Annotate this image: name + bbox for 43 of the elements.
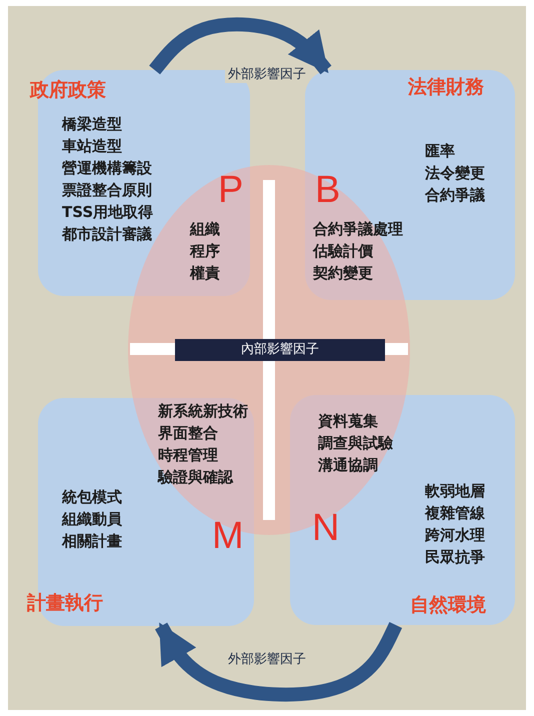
factor-item: 界面整合 [158,423,218,444]
factor-item: 民眾抗爭 [425,547,485,568]
quadrant-letter: P [218,170,244,210]
factor-item: 估驗計價 [313,241,373,262]
factor-item: 匯率 [425,141,455,162]
panel-heading: 自然環境 [410,593,486,617]
factor-item: 權責 [190,263,220,284]
factor-item: TSS用地取得 [62,202,154,223]
curved-arrow [155,622,402,702]
factor-item: 複雜管線 [425,503,485,524]
factor-item: 票證整合原則 [62,180,152,201]
factor-panel [290,395,515,625]
factor-item: 相關計畫 [62,531,122,552]
panel-heading: 法律財務 [408,75,484,99]
panel-heading: 政府政策 [30,78,106,102]
factor-item: 組織動員 [62,509,122,530]
factor-panel [305,70,515,300]
factor-item: 合約爭議 [425,185,485,206]
factor-item: 契約變更 [313,263,373,284]
quadrant-letter: M [212,516,244,556]
factor-item: 法令變更 [425,163,485,184]
edge-label: 外部影響因子 [225,66,309,83]
factor-item: 橋梁造型 [62,114,122,135]
factor-item: 新系統新技術 [158,401,248,422]
quadrant-letter: B [315,170,340,210]
label-bar: 內部影響因子 [175,339,385,361]
quadrant-letter: N [312,508,340,548]
factor-item: 資料蒐集 [318,411,378,432]
factor-item: 時程管理 [158,445,218,466]
factor-item: 統包模式 [62,487,122,508]
factor-item: 軟弱地層 [425,481,485,502]
factor-item: 組織 [190,219,220,240]
factor-item: 都市設計審議 [62,224,152,245]
factor-item: 跨河水理 [425,525,485,546]
factor-item: 合約爭議處理 [313,219,403,240]
curved-arrow [149,17,332,74]
factor-item: 溝通協調 [318,455,378,476]
factor-item: 車站造型 [62,136,122,157]
factor-item: 調查與試驗 [318,433,393,454]
panel-heading: 計畫執行 [27,591,103,615]
factor-item: 程序 [190,241,220,262]
factor-item: 驗證與確認 [158,467,233,488]
factor-item: 營運機構籌設 [62,158,152,179]
